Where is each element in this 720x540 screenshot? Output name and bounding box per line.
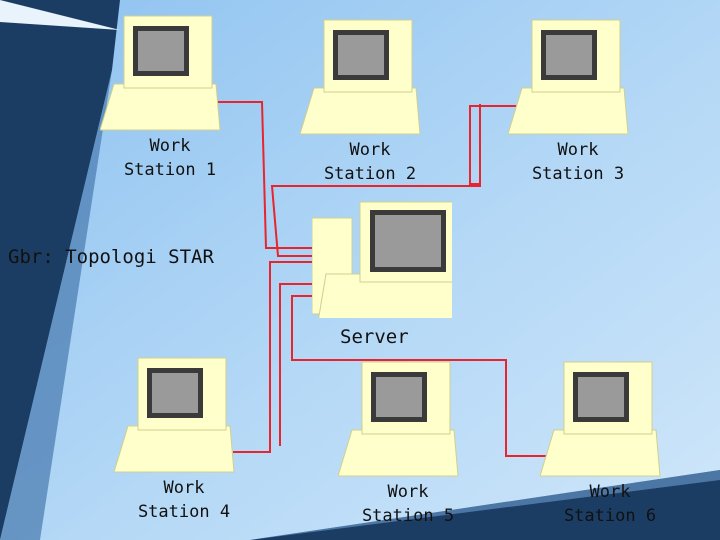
mid-wedge-left <box>0 70 112 540</box>
station-label-line2: Station 1 <box>123 160 217 180</box>
computer-icon <box>114 357 235 473</box>
station-label-line1: Work <box>349 140 391 160</box>
work-station-3[interactable]: Work Station 3 <box>508 16 648 196</box>
computer-icon <box>540 361 661 477</box>
computer-icon <box>300 19 421 135</box>
station-label-line1: Work <box>589 482 631 502</box>
work-station-4[interactable]: Work Station 4 <box>114 354 254 534</box>
station-label-line2: Station 6 <box>563 506 657 526</box>
station-label-line2: Station 5 <box>361 506 455 526</box>
station-label: Work Station 4 <box>104 476 264 524</box>
station-label-line1: Work <box>557 140 599 160</box>
cable-station-2 <box>270 104 481 257</box>
cable-station-6 <box>291 295 560 457</box>
cable-station-4 <box>233 261 318 453</box>
station-label: Work Station 2 <box>290 138 450 186</box>
computer-icon <box>100 15 221 131</box>
work-station-1[interactable]: Work Station 1 <box>100 12 240 192</box>
dark-wedge-left <box>0 0 120 540</box>
station-label-line2: Station 2 <box>323 164 417 184</box>
server-label: Server <box>340 326 409 348</box>
light-wedge-top <box>0 0 120 30</box>
work-station-2[interactable]: Work Station 2 <box>300 16 440 196</box>
station-label-line1: Work <box>163 478 205 498</box>
server[interactable] <box>312 198 452 328</box>
computer-icon <box>338 361 459 477</box>
station-label-line1: Work <box>149 136 191 156</box>
station-label: Work Station 3 <box>498 138 658 186</box>
server-computer-icon <box>312 201 452 318</box>
work-station-6[interactable]: Work Station 6 <box>540 358 680 538</box>
station-label-line1: Work <box>387 482 429 502</box>
cable-station-3 <box>469 105 528 185</box>
station-label: Work Station 1 <box>90 134 250 182</box>
station-label-line2: Station 4 <box>137 502 231 522</box>
station-label: Work Station 5 <box>328 480 488 528</box>
mid-wedge-bottom <box>250 470 720 540</box>
cable-station-5 <box>279 283 318 446</box>
station-label-line2: Station 3 <box>531 164 625 184</box>
work-station-5[interactable]: Work Station 5 <box>338 358 478 538</box>
figure-caption: Gbr: Topologi STAR <box>8 246 214 268</box>
cable-station-1 <box>208 101 318 249</box>
station-label: Work Station 6 <box>530 480 690 528</box>
computer-icon <box>508 19 629 135</box>
